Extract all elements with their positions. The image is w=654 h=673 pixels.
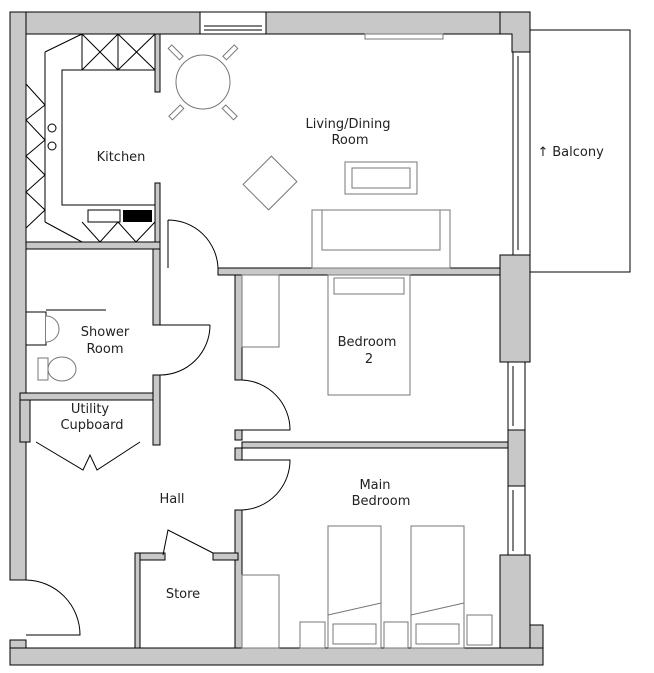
bathroom-fittings [25, 309, 106, 382]
label-main-1: Main [359, 478, 390, 493]
bedroom-furniture [241, 274, 493, 649]
label-bedroom2-2: 2 [365, 352, 373, 367]
label-shower-1: Shower [81, 325, 130, 340]
windows [199, 11, 531, 556]
balcony-area [530, 29, 631, 273]
label-utility-2: Cupboard [60, 418, 123, 433]
balcony-arrow-icon: ↑ [538, 145, 549, 160]
label-store: Store [166, 587, 200, 602]
walls [9, 11, 544, 666]
kitchen-units [25, 33, 156, 243]
doors[interactable] [25, 219, 291, 636]
label-hall: Hall [160, 492, 185, 507]
living-furniture [167, 44, 451, 269]
label-kitchen: Kitchen [97, 150, 146, 165]
label-main-2: Bedroom [352, 494, 411, 509]
label-bedroom2-1: Bedroom [338, 335, 397, 350]
label-living-1: Living/Dining [306, 117, 391, 132]
room-labels: Kitchen Living/Dining Room Balcony ↑ Sho… [60, 117, 604, 602]
label-utility-1: Utility [71, 402, 110, 417]
label-balcony: Balcony [552, 145, 604, 160]
label-living-2: Room [331, 133, 368, 148]
label-shower-2: Room [86, 342, 123, 357]
